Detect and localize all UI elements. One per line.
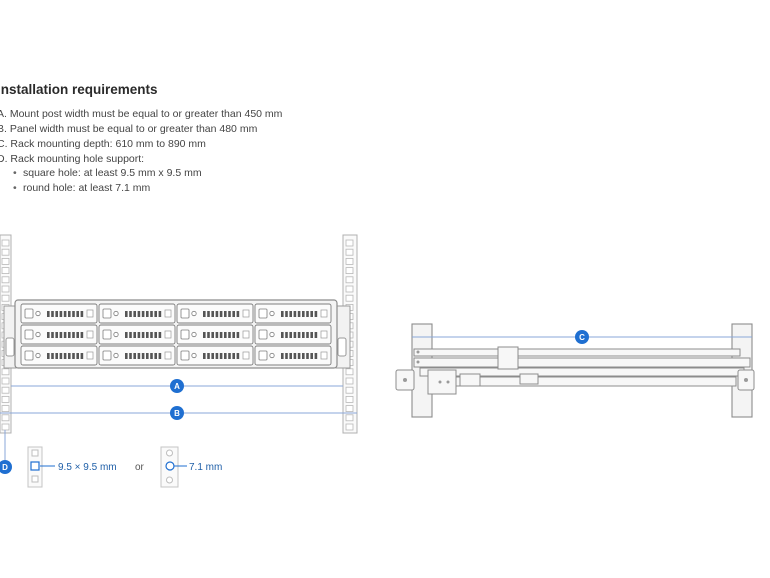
drive-bay — [176, 303, 254, 324]
drive-bay — [20, 345, 98, 366]
requirements-list: A. Mount post width must be equal to or … — [0, 107, 282, 167]
hole-support-round-text: round hole: at least 7.1 mm — [23, 182, 151, 194]
rack-hole — [1, 368, 10, 376]
hole-support-square: • square hole: at least 9.5 mm x 9.5 mm — [13, 166, 202, 181]
rack-hole — [1, 257, 10, 265]
or-label: or — [135, 462, 145, 473]
callout-a: A — [170, 379, 184, 393]
rail-kit — [395, 346, 755, 395]
rack-hole — [345, 267, 354, 275]
drive-bay — [176, 324, 254, 345]
drive-bay — [20, 324, 98, 345]
rack-hole — [1, 294, 10, 302]
requirement-c: C. Rack mounting depth: 610 mm to 890 mm — [0, 138, 206, 150]
callout-b-label: B — [174, 409, 180, 418]
rack-hole — [345, 248, 354, 256]
callout-b: B — [170, 406, 184, 420]
rack-hole — [345, 257, 354, 265]
callout-c: C — [575, 330, 589, 344]
bullet-icon: • — [13, 182, 17, 194]
rack-hole — [1, 405, 10, 413]
rack-hole — [345, 294, 354, 302]
drive-bays — [20, 303, 332, 366]
rack-hole — [1, 423, 10, 431]
rack-hole — [345, 239, 354, 247]
rack-hole — [1, 248, 10, 256]
rack-hole — [1, 267, 10, 275]
drive-bay — [176, 345, 254, 366]
drive-bay — [98, 303, 176, 324]
round-hole-detail: 7.1 mm — [160, 446, 222, 488]
drive-bay — [254, 303, 332, 324]
callout-a-label: A — [174, 382, 180, 391]
rack-hole — [345, 423, 354, 431]
hole-support-square-text: square hole: at least 9.5 mm x 9.5 mm — [23, 167, 202, 179]
rack-hole — [345, 285, 354, 293]
front-view: A B D 9.5 × 9.5 mm or — [0, 234, 358, 488]
square-hole-label: 9.5 × 9.5 mm — [58, 462, 117, 473]
rack-hole — [1, 239, 10, 247]
drive-bay — [20, 303, 98, 324]
square-hole-detail: 9.5 × 9.5 mm — [27, 446, 117, 488]
rack-hole — [345, 368, 354, 376]
callout-d-label: D — [2, 463, 8, 472]
rack-hole — [1, 386, 10, 394]
rack-hole — [1, 414, 10, 422]
round-hole-label: 7.1 mm — [189, 462, 222, 473]
bullet-icon: • — [13, 167, 17, 179]
drive-bay — [254, 324, 332, 345]
page-title: Installation requirements — [0, 82, 158, 97]
rack-hole — [345, 405, 354, 413]
side-view: C — [395, 323, 755, 418]
drive-bay — [98, 324, 176, 345]
callout-c-label: C — [579, 333, 585, 342]
rack-hole — [345, 414, 354, 422]
requirement-a: A. Mount post width must be equal to or … — [0, 108, 283, 120]
hole-support-list: • square hole: at least 9.5 mm x 9.5 mm •… — [13, 166, 202, 196]
hole-support-round: • round hole: at least 7.1 mm — [13, 181, 202, 196]
rack-hole — [345, 395, 354, 403]
rack-hole — [1, 285, 10, 293]
requirement-b: B. Panel width must be equal to or great… — [0, 123, 258, 135]
rack-hole — [1, 395, 10, 403]
requirement-d: D. Rack mounting hole support: — [0, 153, 145, 165]
rack-hole — [345, 276, 354, 284]
rack-hole — [1, 276, 10, 284]
callout-d: D — [0, 460, 12, 474]
drive-bay — [254, 345, 332, 366]
rack-hole — [345, 386, 354, 394]
drive-bay — [98, 345, 176, 366]
rack-hole — [345, 377, 354, 385]
rack-hole — [1, 377, 10, 385]
